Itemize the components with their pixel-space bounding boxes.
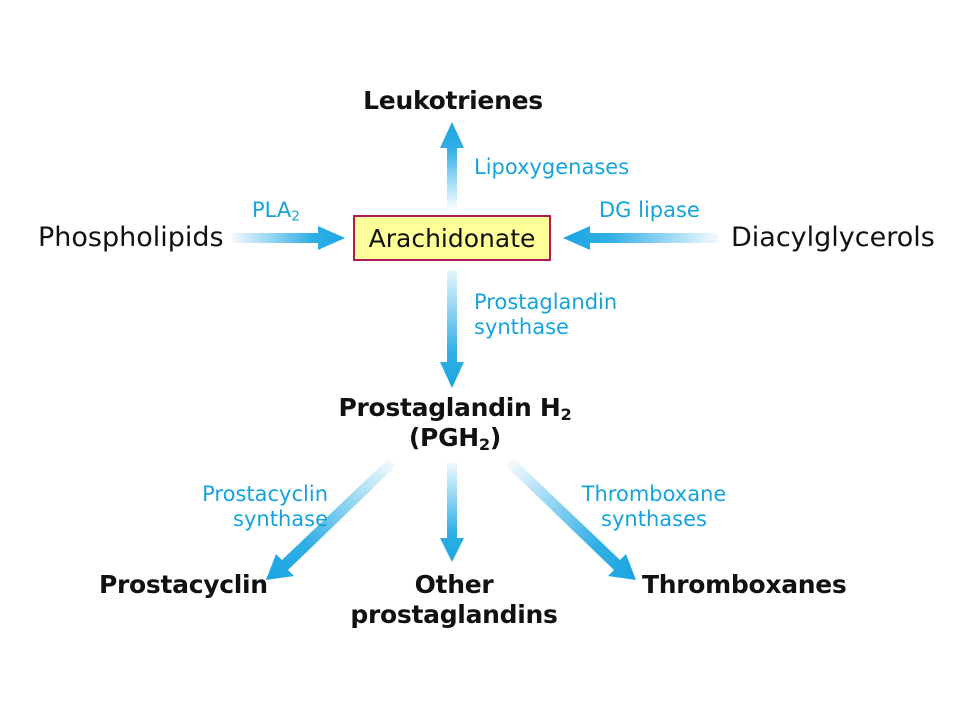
prostaglandin-h2-node: Prostaglandin H2 (PGH2) [338, 393, 572, 455]
arrow-to-leukotrienes [440, 122, 464, 210]
prostaglandin-synthase-label: Prostaglandin synthase [474, 290, 618, 340]
arrow-to-prostaglandin-h2 [440, 270, 464, 388]
dg-lipase-label: DG lipase [599, 198, 700, 222]
pla2-label: PLA2 [252, 198, 300, 225]
leukotrienes-node: Leukotrienes [363, 86, 543, 115]
arachidonate-node: Arachidonate [353, 215, 551, 261]
arrow-to-thromboxanes [506, 457, 636, 580]
prostacyclin-synthase-label: Prostacyclin synthase [202, 482, 328, 532]
diacylglycerols-node: Diacylglycerols [731, 222, 935, 253]
arrow-from-phospholipids [232, 226, 345, 250]
lipoxygenases-label: Lipoxygenases [474, 155, 630, 179]
thromboxanes-node: Thromboxanes [642, 570, 847, 599]
other-prostaglandins-node: Other prostaglandins [350, 570, 558, 629]
thromboxane-synthases-label: Thromboxane synthases [581, 482, 727, 532]
phospholipids-node: Phospholipids [38, 222, 224, 253]
prostacyclin-node: Prostacyclin [99, 570, 268, 599]
arrow-from-diacylglycerols [563, 226, 718, 250]
arrow-to-prostacyclin [266, 457, 396, 580]
arrow-to-other-prostaglandins [440, 462, 464, 562]
